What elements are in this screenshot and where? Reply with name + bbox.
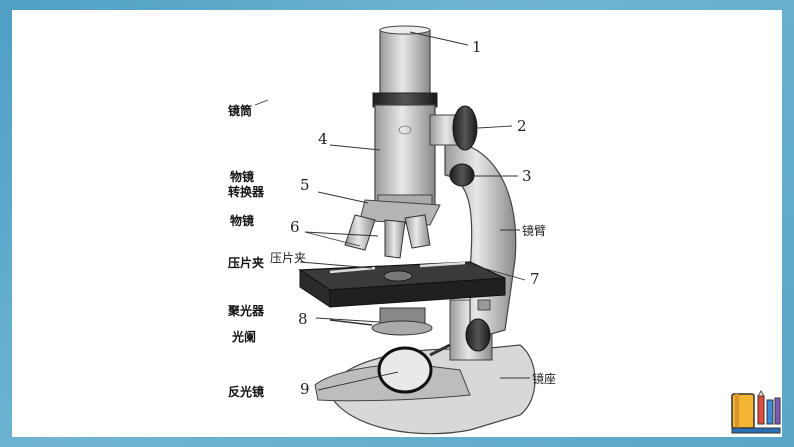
- fine-focus-knob: [449, 163, 475, 187]
- leader-6a: [304, 231, 361, 247]
- part-label-base: 镜座: [532, 372, 557, 386]
- side-label-diaphragm: 光阑: [232, 330, 257, 344]
- num-label-2: 2: [517, 117, 527, 135]
- leader-9: [317, 371, 399, 391]
- num-label-3: 3: [522, 167, 532, 185]
- objective-2: [384, 219, 406, 259]
- leader-8: [315, 317, 381, 323]
- leader-5: [317, 191, 369, 204]
- side-label-tube: 镜筒: [228, 104, 253, 118]
- num-label-6: 6: [290, 218, 300, 236]
- leader-stage-clip: [299, 261, 373, 269]
- stage-clip-right: [419, 261, 466, 268]
- leader-6b: [304, 231, 379, 237]
- mirror: [377, 346, 433, 394]
- leader-2: [477, 125, 513, 129]
- tube-body: [374, 104, 436, 206]
- stationery-icon: [731, 390, 781, 434]
- diaphragm: [371, 320, 433, 336]
- part-label-arm: 镜臂: [522, 224, 547, 238]
- stage-knob: [465, 318, 491, 352]
- num-label-4: 4: [318, 130, 328, 148]
- num-label-1: 1: [472, 38, 482, 56]
- part-label-stage-clip: 压片夹: [270, 251, 307, 265]
- side-label-condenser: 聚光器: [228, 304, 265, 318]
- leader-tube-side: [254, 99, 269, 106]
- leader-1: [409, 31, 469, 46]
- stage-clip-left: [329, 266, 376, 274]
- side-label-mirror: 反光镜: [228, 385, 265, 399]
- leader-4: [329, 144, 381, 151]
- side-label-converter: 转换器: [228, 185, 265, 199]
- objective-1: [344, 214, 376, 251]
- objective-3: [404, 214, 431, 249]
- side-label-objective: 物镜: [230, 214, 255, 228]
- num-label-8: 8: [298, 310, 308, 328]
- leader-7: [464, 262, 526, 281]
- num-label-9: 9: [300, 380, 310, 398]
- eyepiece: [379, 29, 431, 96]
- num-label-7: 7: [530, 270, 540, 288]
- side-label-objective-top: 物镜: [230, 170, 255, 184]
- num-label-5: 5: [300, 176, 310, 194]
- coarse-focus-knob: [452, 105, 478, 151]
- side-label-stage-clip: 压片夹: [228, 256, 265, 270]
